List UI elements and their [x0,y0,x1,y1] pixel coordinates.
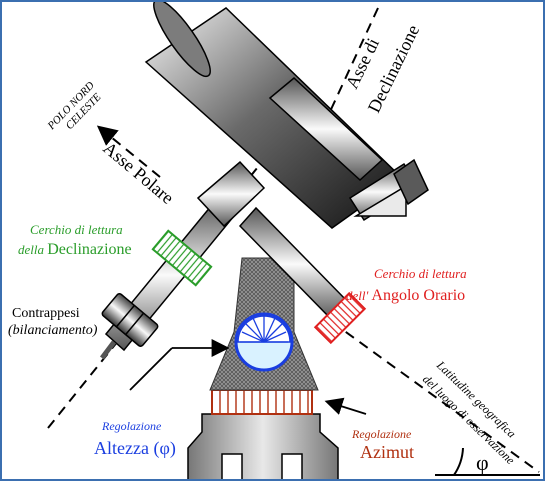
ha-circle-label-2: dell' Angolo Orario [346,287,465,304]
altitude-adjust-label-1: Regolazione [101,419,162,433]
azimuth-callout-arrow [324,397,367,415]
telescope-aperture [153,2,211,78]
altitude-knob [234,312,294,372]
mount-base [187,413,339,479]
dec-circle-label-1: Cerchio di lettura [30,222,123,237]
ha-circle-label-2b: Angolo Orario [368,287,465,304]
altitude-adjust-label-2: Altezza (φ) [94,438,176,459]
dec-circle-label-2a: della [18,242,47,257]
mount-housing [196,160,266,228]
counterweight-rod-end [100,340,116,360]
counterweights-label-2: (bilanciamento) [8,323,98,338]
ha-circle-label-1: Cerchio di lettura [374,266,467,281]
counterweights-label-1: Contrappesi [12,306,80,321]
azimuth-adjust-label-2: Azimut [360,442,414,462]
azimuth-adjust-label-1: Regolazione [351,427,412,441]
polar-axis-label: Asse Polare [99,138,177,208]
ha-circle-label-2a: dell' [346,288,368,303]
hour-angle-circle [313,291,367,345]
dec-circle-label-2: della Declinazione [18,241,132,258]
eyepiece [348,158,429,222]
dec-circle-label-2b: Declinazione [47,241,131,258]
declination-circle [151,229,213,287]
counterweights [101,293,159,347]
azimuth-ring-ribs [219,390,309,414]
declination-axis-line [301,7,379,173]
azimuth-ring [211,389,313,415]
declination-axis-label-2: Declinazione [364,22,424,116]
focuser-tube [268,77,384,182]
phi-label: φ [476,450,489,475]
hour-axis-line [331,321,540,473]
polar-axis-arrow [96,125,161,178]
latitude-arc [453,447,464,476]
altitude-callout-arrow [129,347,173,391]
